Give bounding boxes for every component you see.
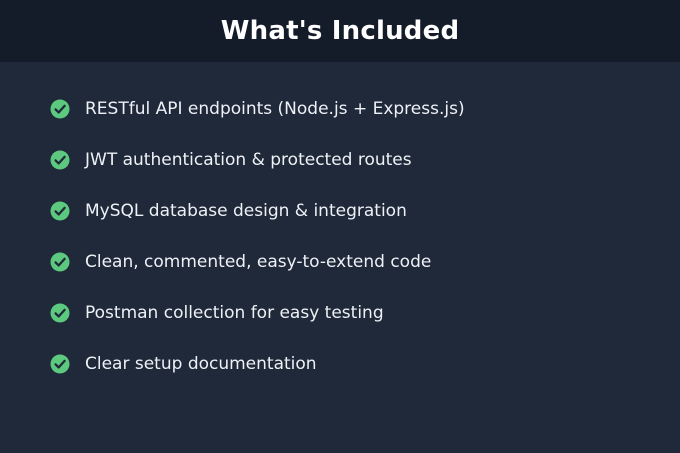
check-circle-icon [50, 354, 70, 374]
feature-text: MySQL database design & integration [85, 201, 407, 221]
check-circle-icon [50, 252, 70, 272]
check-circle-icon [50, 150, 70, 170]
page-title: What's Included [220, 16, 460, 46]
header-bar: What's Included [0, 0, 680, 62]
check-circle-icon [50, 99, 70, 119]
list-item: Clean, commented, easy-to-extend code [50, 251, 431, 273]
check-circle-icon [50, 303, 70, 323]
feature-text: Postman collection for easy testing [85, 303, 384, 323]
check-circle-icon [50, 201, 70, 221]
feature-text: JWT authentication & protected routes [85, 150, 412, 170]
feature-text: Clear setup documentation [85, 354, 317, 374]
list-item: MySQL database design & integration [50, 200, 407, 222]
feature-text: Clean, commented, easy-to-extend code [85, 252, 432, 272]
list-item: RESTful API endpoints (Node.js + Express… [50, 98, 465, 120]
list-item: JWT authentication & protected routes [50, 149, 412, 171]
list-item: Postman collection for easy testing [50, 302, 384, 324]
feature-text: RESTful API endpoints (Node.js + Express… [85, 99, 465, 119]
list-item: Clear setup documentation [50, 353, 317, 375]
